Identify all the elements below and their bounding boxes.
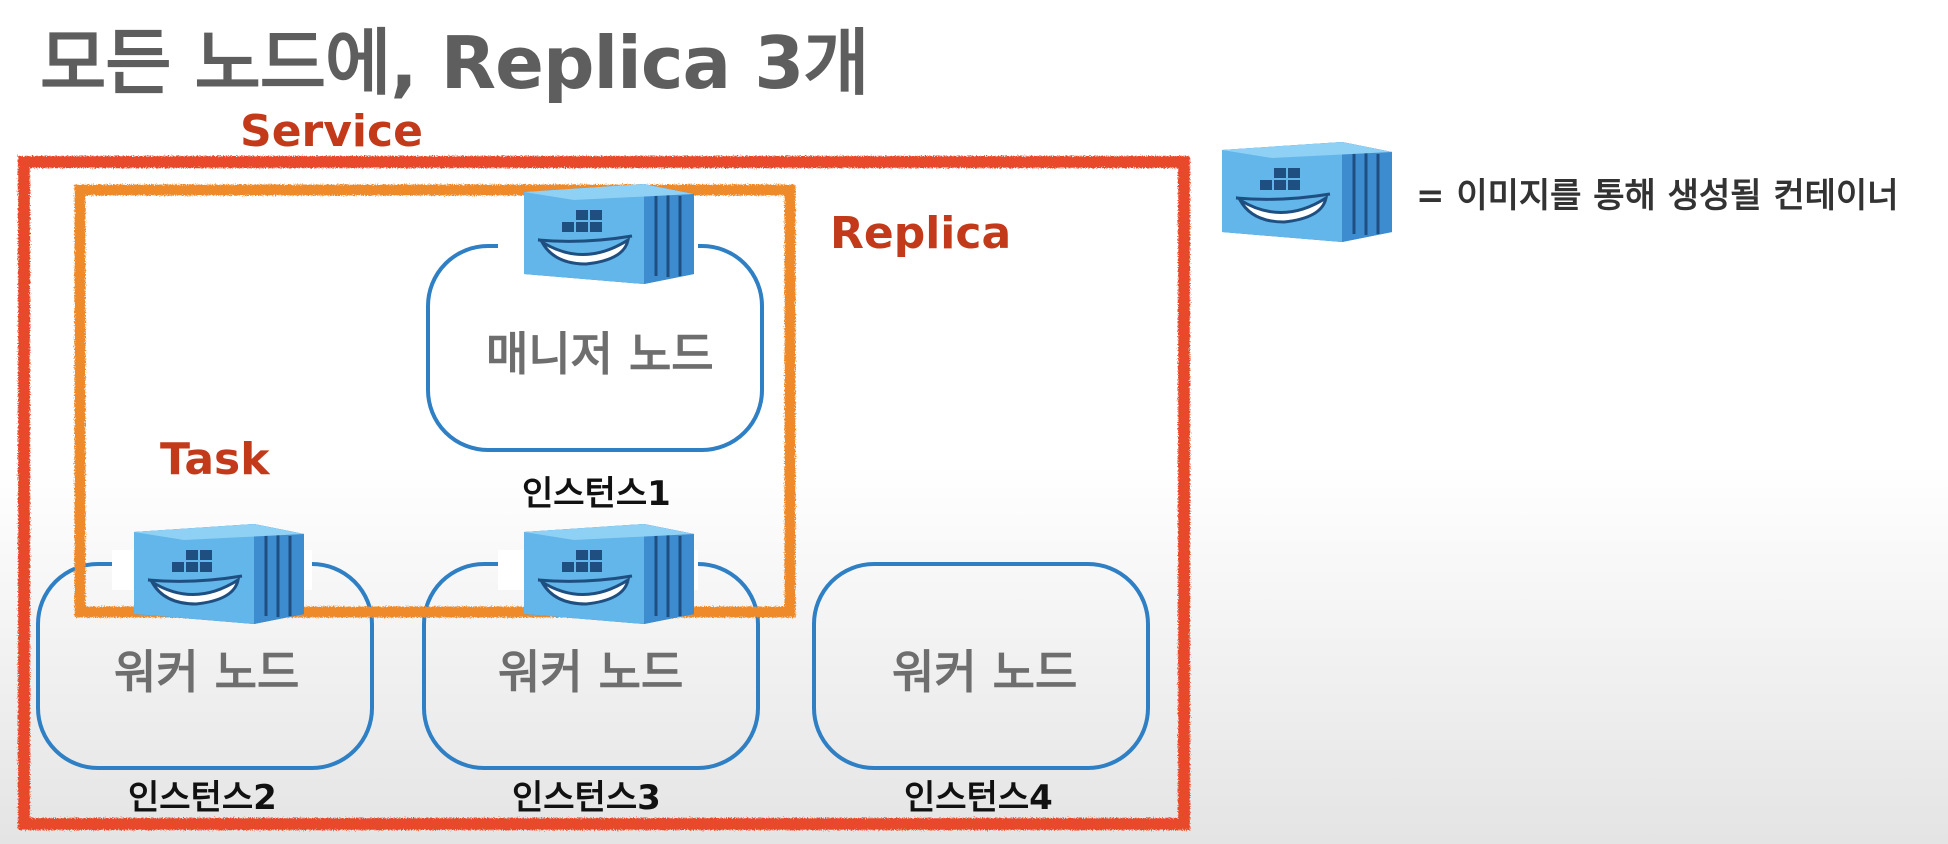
- worker-node-1-label: 워커 노드: [114, 645, 300, 699]
- service-boundary: [18, 156, 1190, 830]
- task-label: Task: [160, 434, 270, 485]
- replica-label: Replica: [830, 208, 1012, 259]
- worker-node-3-label: 워커 노드: [892, 645, 1078, 699]
- instance-2-label: 인스턴스2: [128, 778, 277, 818]
- service-label: Service: [240, 106, 423, 157]
- worker-node-3-box: [812, 562, 1150, 770]
- page-title: 모든 노드에, Replica 3개: [40, 21, 870, 105]
- replica-boundary: [74, 184, 796, 618]
- container-icon-worker-1: [132, 522, 306, 626]
- legend-text: = 이미지를 통해 생성될 컨테이너: [1416, 176, 1899, 216]
- instance-4-label: 인스턴스4: [904, 778, 1053, 818]
- container-icon-worker-2: [522, 522, 696, 626]
- instance-1-label: 인스턴스1: [522, 474, 671, 514]
- instance-3-label: 인스턴스3: [512, 778, 661, 818]
- worker-node-2-label: 워커 노드: [498, 645, 684, 699]
- container-icon-manager: [522, 182, 696, 286]
- legend-container-icon: [1220, 140, 1394, 244]
- manager-node-label: 매니저 노드: [486, 327, 714, 381]
